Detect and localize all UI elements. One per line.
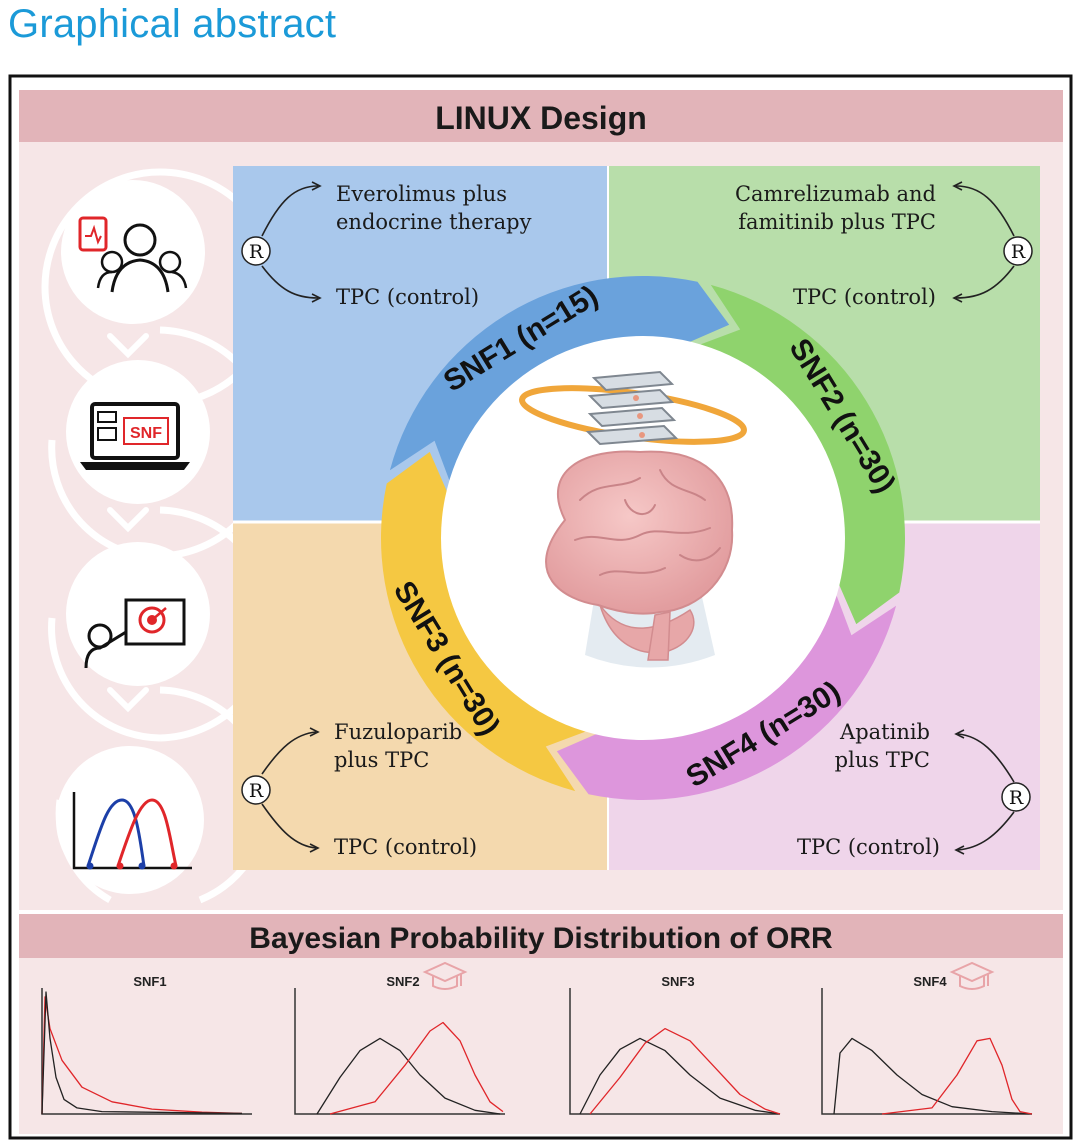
bayes-label-3: SNF3 — [661, 974, 694, 989]
bayes-curve-2-a — [316, 1037, 501, 1115]
patients-icon — [61, 180, 205, 324]
snf3-arm-2: plus TPC — [334, 748, 429, 772]
design-header: LINUX Design — [435, 100, 647, 136]
r-label-snf4: R — [1009, 787, 1024, 809]
bayes-curve-3-b — [589, 1027, 781, 1115]
workflow-arrows — [107, 333, 149, 713]
snf3-arm-1: Fuzuloparib — [334, 720, 462, 744]
bayesian-header: Bayesian Probability Distribution of ORR — [249, 922, 833, 955]
bayes-curve-1-a — [41, 996, 243, 1115]
laptop-snf-icon: SNF — [66, 360, 210, 504]
r-label-snf2: R — [1011, 241, 1026, 263]
randomization-brackets — [261, 181, 1015, 855]
bayes-curve-3-a — [579, 1037, 781, 1115]
page-title: Graphical abstract — [8, 2, 337, 46]
snf2-arm-1: Camrelizumab and — [735, 182, 936, 206]
bayes-curve-4-b — [881, 1037, 1033, 1115]
snf1-control: TPC (control) — [336, 285, 479, 309]
ring-segment-snf3 — [381, 451, 592, 792]
snf4-control: TPC (control) — [797, 835, 940, 859]
randomization-markers: R R R R — [241, 236, 1033, 812]
snf4-arm-2: plus TPC — [835, 748, 930, 772]
bayes-curve-2-b — [329, 1021, 504, 1115]
presenter-target-icon — [66, 542, 210, 686]
bayes-axes-3 — [569, 988, 780, 1115]
snf1-arm-2: endocrine therapy — [336, 210, 532, 234]
bayes-curve-1-b — [41, 991, 243, 1115]
snf2-arm-2: famitinib plus TPC — [738, 210, 936, 234]
graduation-cap-icon — [949, 961, 995, 990]
r-label-snf1: R — [249, 241, 264, 263]
laptop-snf-text: SNF — [130, 425, 162, 442]
brain-scan-icon — [519, 370, 747, 668]
ring-segment-snf4 — [556, 589, 897, 800]
ring-segment-snf1 — [389, 276, 730, 487]
bayes-axes-2 — [294, 988, 505, 1115]
snf2-control: TPC (control) — [793, 285, 936, 309]
graduation-cap-icon — [422, 961, 468, 990]
bayes-label-4: SNF4 — [913, 974, 947, 989]
bayes-label-1: SNF1 — [133, 974, 166, 989]
bayes-label-2: SNF2 — [386, 974, 419, 989]
bayes-axes-4 — [821, 988, 1032, 1115]
distribution-chart-icon — [56, 746, 204, 894]
bayesian-panels: SNF1 SNF2 SNF3 SNF4 — [41, 961, 1033, 1115]
snf1-arm-1: Everolimus plus — [336, 182, 507, 206]
snf3-control: TPC (control) — [334, 835, 477, 859]
bayes-curve-4-a — [833, 1037, 1033, 1115]
bayesian-header-band — [19, 914, 1063, 958]
design-header-band — [19, 90, 1063, 142]
ring-segment-snf2 — [694, 284, 905, 625]
r-label-snf3: R — [249, 780, 264, 802]
snf4-arm-1: Apatinib — [839, 720, 930, 744]
